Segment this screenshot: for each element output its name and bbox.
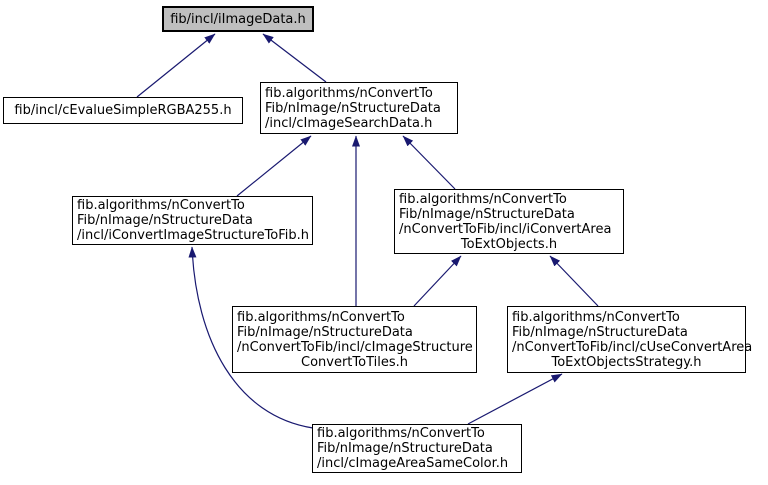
node-label-line: /nConvertToFib/incl/iConvertArea — [399, 221, 612, 237]
node-label-line: Fib/nImage/nStructureData — [265, 100, 441, 116]
edge-cimageareasamecolor-to-iconvertimagestructuretofib — [188, 246, 314, 429]
node-label-line: /incl/cImageAreaSameColor.h — [317, 456, 509, 471]
edge-cimagestructureconverttotiles-to-iconvertareatoextobjects — [413, 255, 462, 307]
node-label-line: fib.algorithms/nConvertTo — [237, 309, 405, 325]
node-label-line: Fib/nImage/nStructureData — [399, 206, 575, 222]
node-label-line: fib.algorithms/nConvertTo — [399, 191, 567, 207]
node-label-line: fib.algorithms/nConvertTo — [512, 309, 680, 325]
edge-iconvertimagestructuretofib-to-cimagesearchdata — [236, 135, 312, 197]
node-label-line: fib/incl/cEvalueSimpleRGBA255.h — [14, 103, 232, 118]
node-label-line: Fib/nImage/nStructureData — [77, 213, 253, 228]
edge-cuseconvertareatoextobjectsstrategy-to-iconvertareatoextobjects — [549, 255, 599, 307]
node-label-line: Fib/nImage/nStructureData — [512, 324, 688, 340]
edge-cevaluesimplergba255-to-iimagedata — [136, 33, 216, 98]
node-label-line: fib.algorithms/nConvertTo — [265, 85, 433, 101]
edge-cimagesearchdata-to-iimagedata — [262, 33, 327, 83]
node-label-line: /nConvertToFib/incl/cUseConvertArea — [512, 339, 753, 355]
node-label-line: /incl/iConvertImageStructureToFib.h — [77, 228, 310, 243]
node-label-line: fib.algorithms/nConvertTo — [77, 198, 245, 213]
edge-cimageareasamecolor-to-cuseconvertareatoextobjectsstrategy — [467, 373, 563, 425]
node-label-line: fib/incl/iImageData.h — [170, 11, 306, 27]
node-label-line: /incl/cImageSearchData.h — [265, 115, 433, 131]
graph-node-cevaluesimplergba255[interactable]: fib/incl/cEvalueSimpleRGBA255.h — [3, 97, 243, 124]
node-label-line: Fib/nImage/nStructureData — [237, 324, 413, 340]
node-label-line: ConvertToTiles.h — [301, 354, 408, 370]
node-label-line: Fib/nImage/nStructureData — [317, 441, 493, 456]
node-label-line: /nConvertToFib/incl/cImageStructure — [237, 339, 473, 355]
node-label-line: ToExtObjects.h — [460, 236, 558, 252]
edge-iconvertareatoextobjects-to-cimagesearchdata — [402, 135, 456, 190]
graph-node-iimagedata[interactable]: fib/incl/iImageData.h — [162, 6, 314, 32]
node-label-line: ToExtObjectsStrategy.h — [551, 354, 702, 370]
node-label-line: fib.algorithms/nConvertTo — [317, 426, 485, 441]
